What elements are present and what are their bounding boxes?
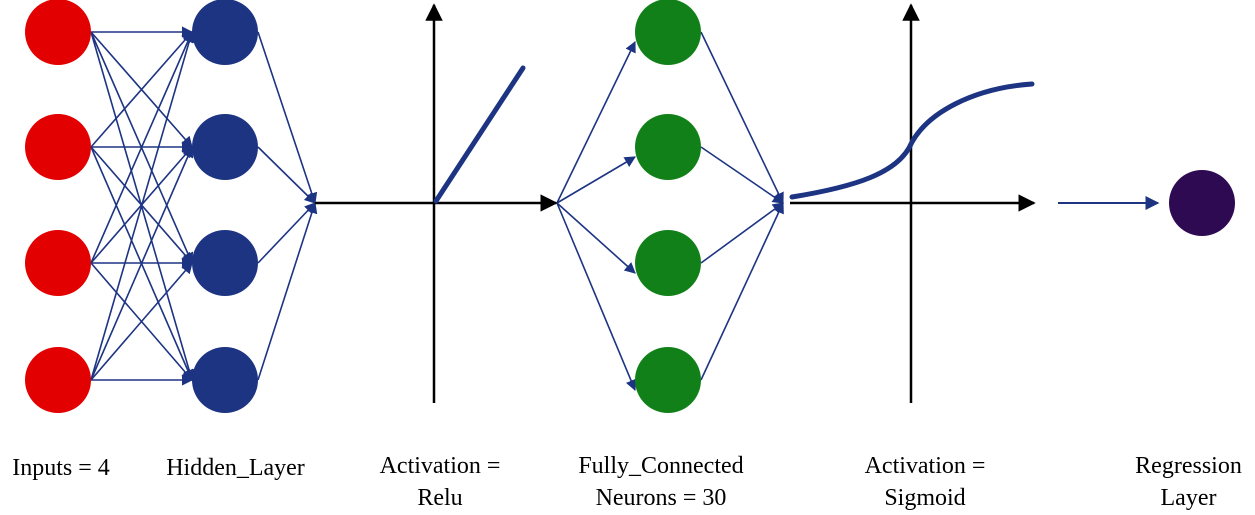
fc-label-line2: Neurons = 30 [595,485,727,511]
fc-label-line1: Fully_Connected [578,453,744,479]
nodes-group [25,0,1235,413]
hidden-layer-label: Hidden_Layer [148,452,323,484]
connections-group [90,26,784,392]
relu-curve [433,65,526,204]
relu-activation-label: Activation = Relu [360,450,520,514]
hidden-node [192,114,258,180]
activation-to-fc-connection [556,156,636,204]
input-hidden-connection [90,145,194,381]
sigmoid-label-line2: Sigmoid [884,485,966,511]
input-node [25,230,91,296]
fully-connected-node [635,114,701,180]
relu-label-line1: Activation = [379,453,501,479]
regression-label-line2: Layer [1160,485,1217,511]
fc-to-activation-connection [700,31,784,205]
input-hidden-connection [90,30,195,381]
hidden-to-activation-connection [257,201,318,381]
activation-to-fc-connection [556,202,637,392]
input-node [25,114,91,180]
fully-connected-label: Fully_Connected Neurons = 30 [556,450,766,514]
input-hidden-connection [90,30,194,264]
sigmoid-label-line1: Activation = [864,453,986,479]
regression-layer-label: Regression Layer [1122,450,1255,514]
hidden-node [192,0,258,65]
activation-axes [315,3,1036,403]
hidden-to-activation-connection [257,31,318,205]
fc-to-activation-connection [700,202,784,264]
sigmoid-curve [789,81,1035,200]
regression-output-node [1169,170,1235,236]
activation-to-fc-connection [556,40,636,204]
inputs-label: Inputs = 4 [0,452,122,484]
input-node [25,0,91,65]
hidden-node [192,230,258,296]
hidden-to-activation-connection [257,146,316,204]
relu-label-line2: Relu [417,485,463,511]
hidden-layer-label-text: Hidden_Layer [166,455,305,481]
sigmoid-activation-label: Activation = Sigmoid [845,450,1005,514]
input-node [25,347,91,413]
hidden-to-activation-connection [257,202,316,264]
activation-to-fc-connection [556,202,636,274]
input-hidden-connection [90,31,193,148]
input-hidden-connection [90,262,193,381]
hidden-node [192,347,258,413]
fc-to-activation-connection [700,201,784,381]
fully-connected-node [635,230,701,296]
fully-connected-node [635,0,701,65]
fc-to-activation-connection [700,146,784,204]
fully-connected-node [635,347,701,413]
inputs-label-text: Inputs = 4 [12,455,110,481]
regression-label-line1: Regression [1135,453,1242,479]
